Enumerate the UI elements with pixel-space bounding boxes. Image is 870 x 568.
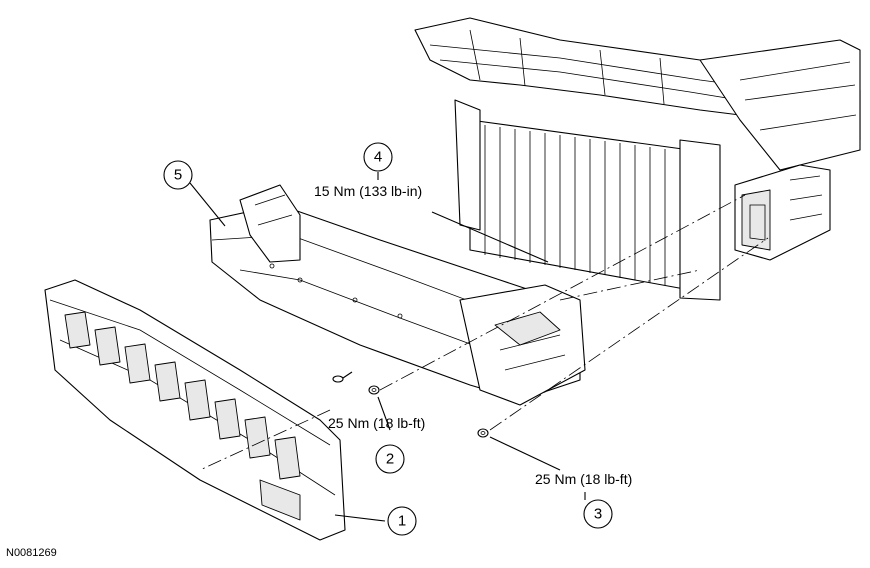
torque-label-item4: 15 Nm (133 lb-in)	[314, 183, 422, 199]
bolt-icon	[332, 371, 353, 383]
callout-3-number: 3	[594, 506, 602, 523]
callout-1: 1	[387, 506, 417, 536]
callout-3: 3	[583, 499, 613, 529]
vehicle-front-structure	[414, 17, 861, 301]
callout-2-number: 2	[386, 451, 394, 468]
radiator-fins	[484, 125, 681, 288]
fasteners	[332, 371, 489, 438]
nut-icon	[477, 428, 489, 438]
nut-icon	[368, 385, 380, 395]
callout-4-number: 4	[374, 149, 382, 166]
energy-absorber	[44, 279, 346, 541]
callout-2: 2	[375, 444, 405, 474]
torque-label-item2: 25 Nm (18 lb-ft)	[328, 415, 425, 431]
figure-id: N0081269	[6, 547, 57, 559]
absorber-cells	[64, 311, 301, 521]
bumper-reinforcement-beam	[209, 184, 586, 406]
leader-lines	[189, 172, 586, 522]
callout-5: 5	[163, 160, 193, 190]
callout-5-number: 5	[174, 167, 182, 184]
callout-4: 4	[363, 142, 393, 172]
alignment-lines	[199, 194, 769, 471]
callout-1-number: 1	[398, 513, 406, 530]
torque-label-item3: 25 Nm (18 lb-ft)	[535, 471, 632, 487]
